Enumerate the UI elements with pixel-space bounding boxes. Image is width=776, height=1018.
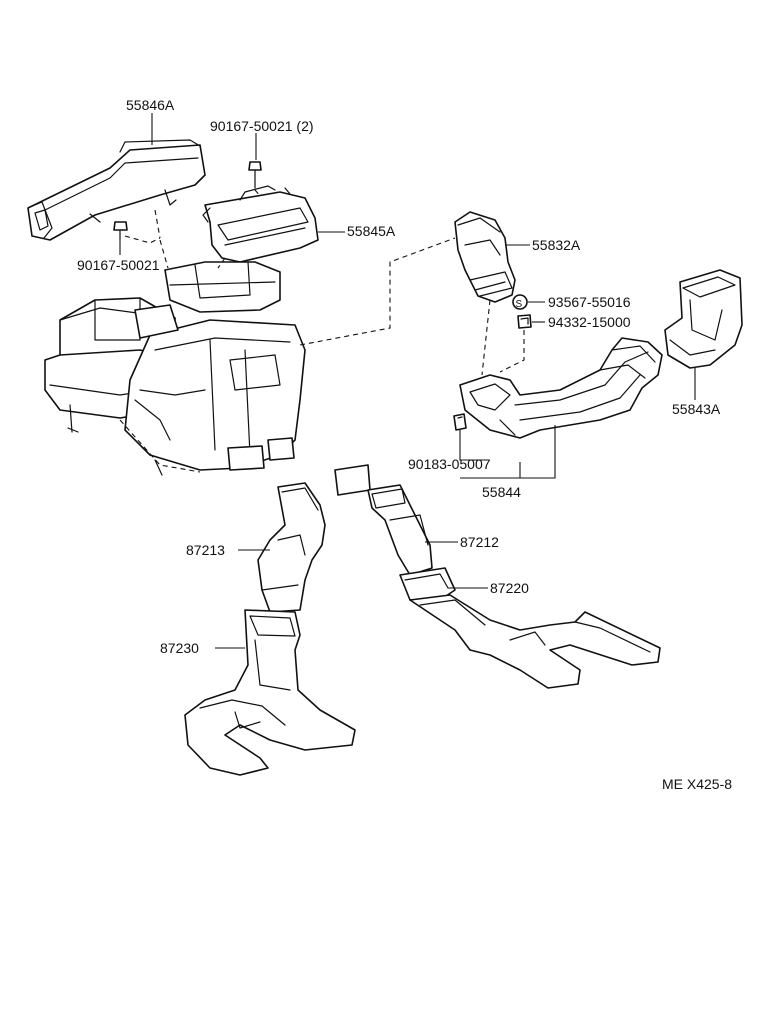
reference-code: ME X425-8	[662, 776, 732, 792]
clip-94332-15000	[499, 314, 532, 373]
label-87230: 87230	[160, 640, 199, 656]
screw-90167-50021-lower	[113, 209, 161, 244]
label-93567-55016: 93567-55016	[548, 294, 631, 310]
clip-90183-05007	[453, 413, 467, 431]
label-90167-50021-2: 90167-50021 (2)	[210, 118, 314, 134]
label-55844: 55844	[482, 484, 521, 500]
duct-87213	[257, 482, 326, 613]
leader-lines	[119, 113, 696, 649]
label-87213: 87213	[186, 542, 225, 558]
heater-unit-assembly	[44, 237, 456, 476]
duct-55832A	[454, 211, 516, 376]
duct-55844	[459, 337, 663, 439]
label-90183-05007: 90183-05007	[408, 456, 491, 472]
label-87212: 87212	[460, 534, 499, 550]
duct-55846A	[27, 139, 206, 241]
duct-87220	[399, 567, 661, 689]
label-87220: 87220	[490, 580, 529, 596]
clip-symbol: S	[516, 299, 523, 310]
duct-87212	[334, 464, 433, 576]
duct-55843A	[664, 269, 743, 369]
label-94332-15000: 94332-15000	[548, 314, 631, 330]
duct-87230	[184, 609, 356, 776]
label-55843A: 55843A	[672, 401, 721, 417]
label-55832A: 55832A	[532, 237, 581, 253]
label-55846A: 55846A	[126, 97, 175, 113]
duct-55845A	[202, 185, 319, 263]
clip-93567-55016: S	[512, 294, 528, 310]
label-90167-50021: 90167-50021	[77, 257, 160, 273]
label-55845A: 55845A	[347, 223, 396, 239]
